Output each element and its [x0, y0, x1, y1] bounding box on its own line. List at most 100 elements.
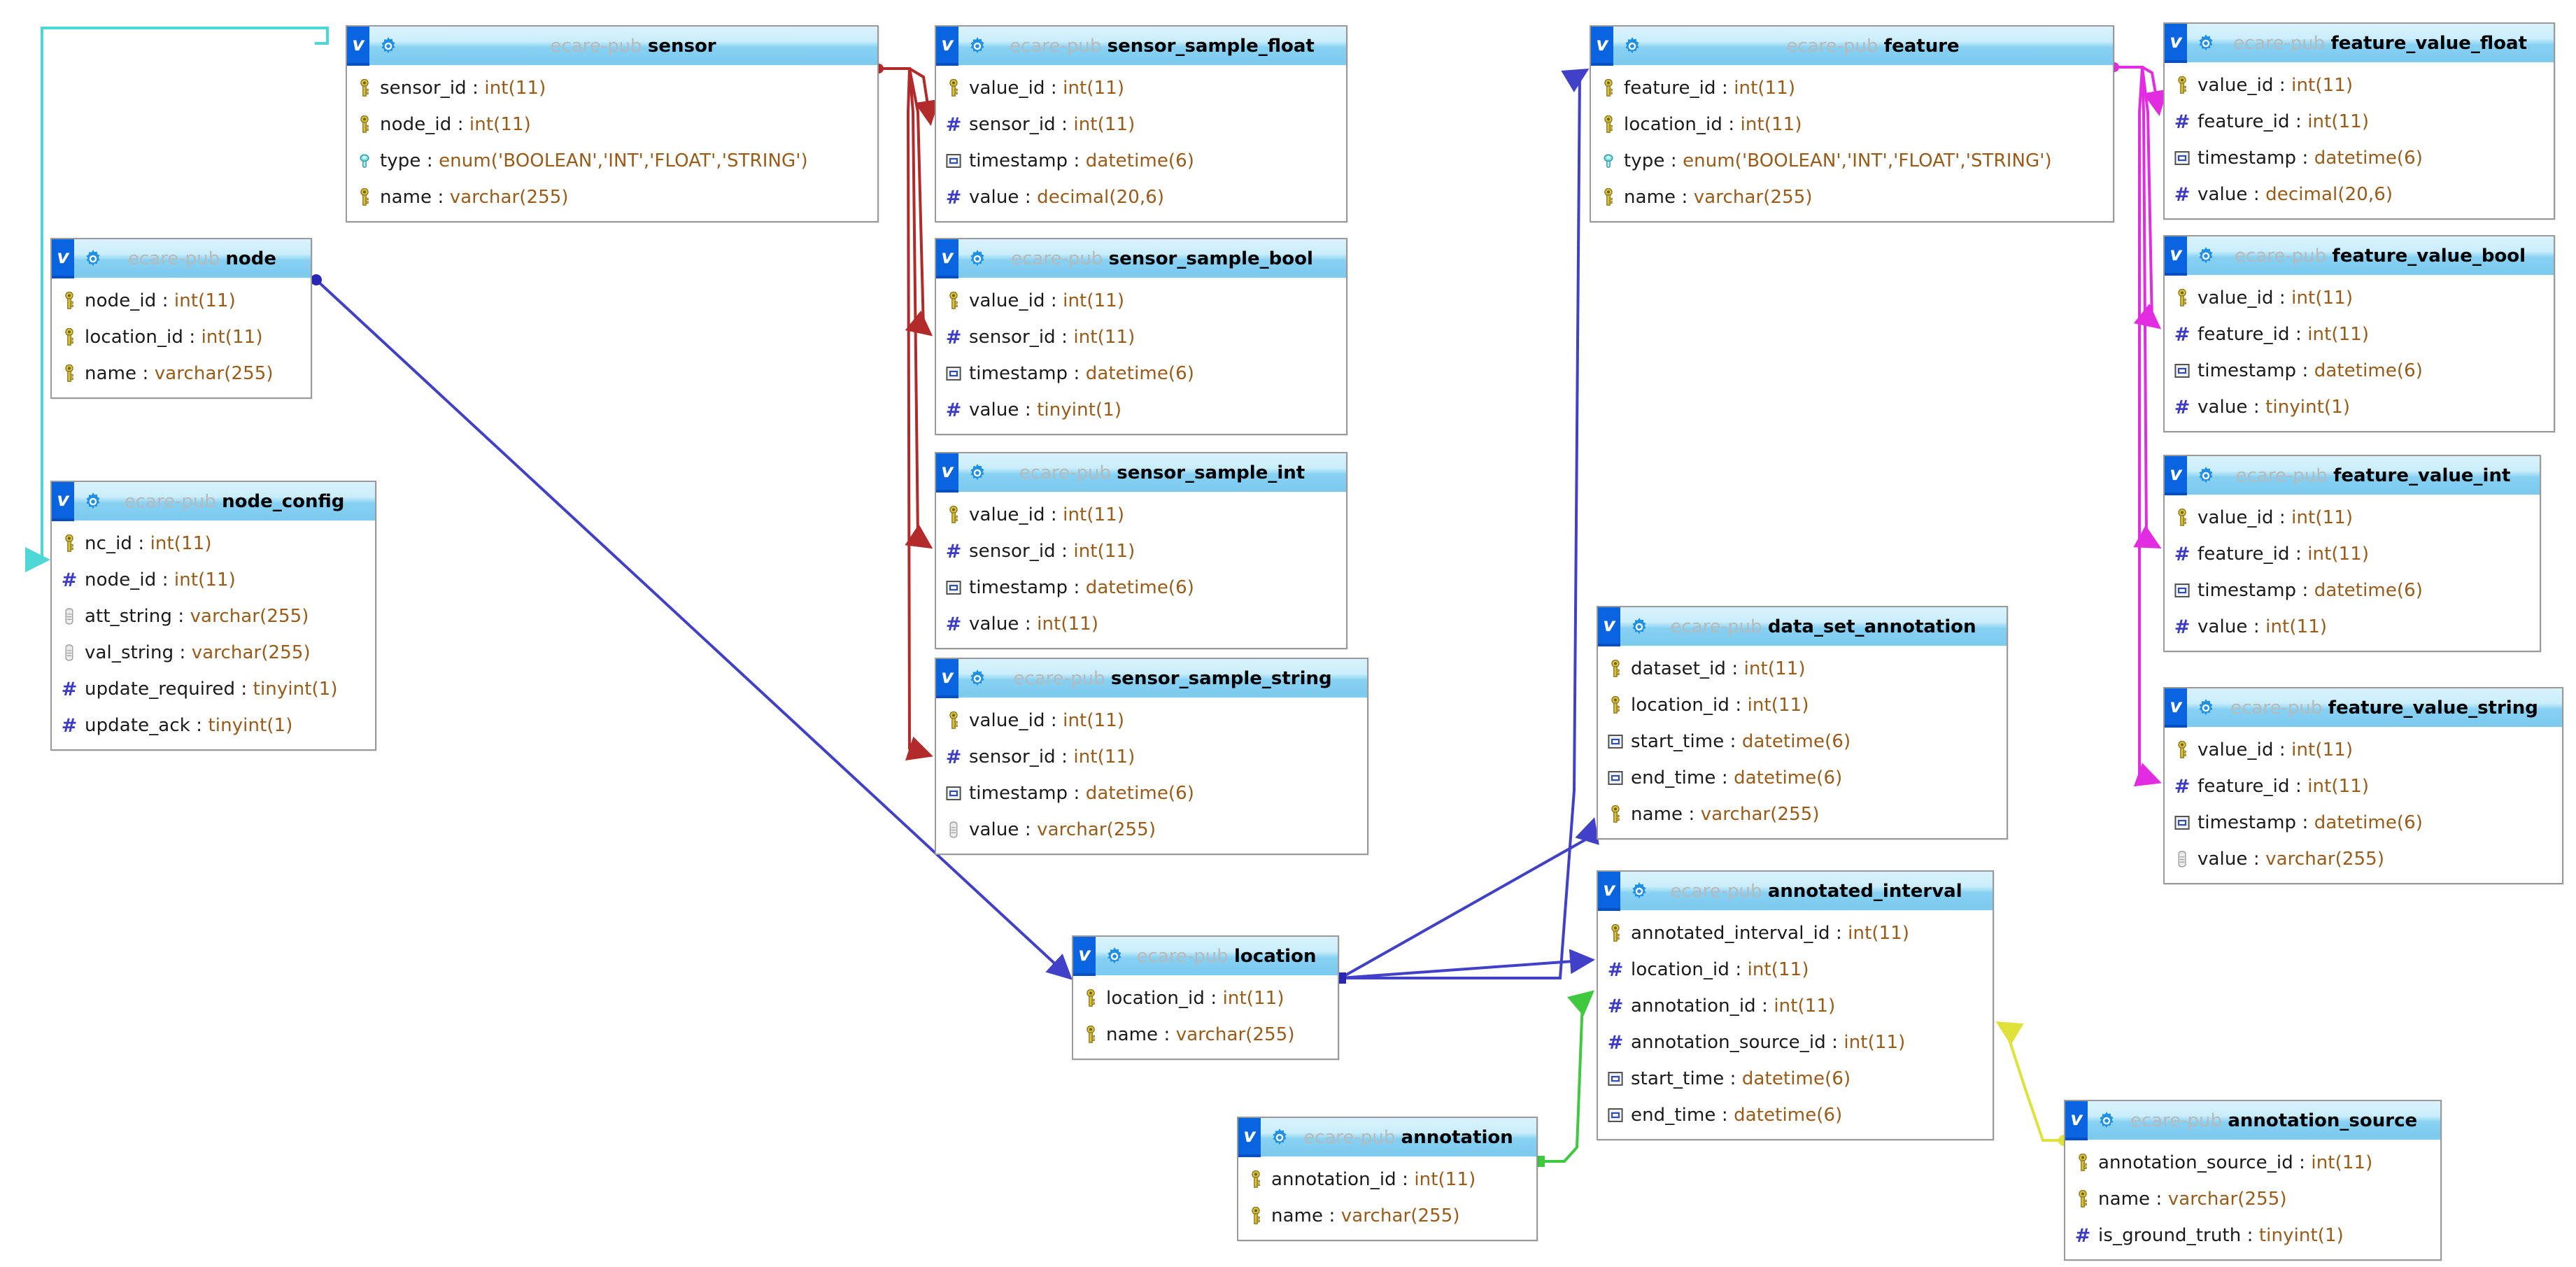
column-row[interactable]: name : varchar(255) — [347, 179, 877, 215]
gear-icon[interactable] — [2194, 244, 2218, 268]
gear-icon[interactable] — [965, 247, 989, 271]
column-row[interactable]: timestamp : datetime(6) — [936, 775, 1367, 812]
column-row[interactable]: value : varchar(255) — [2165, 841, 2562, 877]
column-row[interactable]: node_id : int(11) — [52, 283, 311, 319]
column-row[interactable]: #feature_id : int(11) — [2165, 104, 2554, 140]
column-row[interactable]: annotated_interval_id : int(11) — [1598, 915, 1993, 951]
column-row[interactable]: sensor_id : int(11) — [347, 70, 877, 106]
column-row[interactable]: name : varchar(255) — [1073, 1017, 1338, 1053]
gear-icon[interactable] — [1103, 944, 1126, 968]
column-row[interactable]: end_time : datetime(6) — [1598, 760, 2007, 796]
gear-icon[interactable] — [81, 247, 105, 271]
column-row[interactable]: #feature_id : int(11) — [2165, 536, 2540, 572]
column-row[interactable]: #feature_id : int(11) — [2165, 316, 2554, 353]
column-row[interactable]: value_id : int(11) — [2165, 500, 2540, 536]
column-row[interactable]: timestamp : datetime(6) — [936, 355, 1346, 392]
column-row[interactable]: name : varchar(255) — [2065, 1181, 2440, 1217]
column-row[interactable]: #value : int(11) — [936, 606, 1346, 642]
column-row[interactable]: timestamp : datetime(6) — [2165, 805, 2562, 841]
column-row[interactable]: #sensor_id : int(11) — [936, 106, 1346, 143]
column-row[interactable]: name : varchar(255) — [1598, 796, 2007, 833]
column-row[interactable]: start_time : datetime(6) — [1598, 1061, 1993, 1097]
column-row[interactable]: value_id : int(11) — [2165, 67, 2554, 104]
column-row[interactable]: #is_ground_truth : tinyint(1) — [2065, 1217, 2440, 1254]
column-row[interactable]: annotation_id : int(11) — [1238, 1161, 1536, 1198]
column-row[interactable]: #feature_id : int(11) — [2165, 768, 2562, 805]
column-row[interactable]: value_id : int(11) — [936, 70, 1346, 106]
column-row[interactable]: location_id : int(11) — [52, 319, 311, 355]
column-row[interactable]: att_string : varchar(255) — [52, 598, 375, 635]
column-row[interactable]: start_time : datetime(6) — [1598, 723, 2007, 760]
column-row[interactable]: name : varchar(255) — [1591, 179, 2113, 215]
column-row[interactable]: feature_id : int(11) — [1591, 70, 2113, 106]
column-row[interactable]: timestamp : datetime(6) — [2165, 572, 2540, 609]
column-row[interactable]: dataset_id : int(11) — [1598, 651, 2007, 687]
column-row[interactable]: value_id : int(11) — [2165, 280, 2554, 316]
gear-icon[interactable] — [2194, 464, 2218, 488]
column-row[interactable]: #update_required : tinyint(1) — [52, 671, 375, 707]
gear-icon[interactable] — [965, 461, 989, 485]
column-row[interactable]: #value : decimal(20,6) — [2165, 176, 2554, 213]
column-row[interactable]: name : varchar(255) — [1238, 1198, 1536, 1234]
column-row[interactable]: location_id : int(11) — [1598, 687, 2007, 723]
gear-icon[interactable] — [1268, 1126, 1291, 1149]
column-row[interactable]: #location_id : int(11) — [1598, 951, 1993, 988]
gear-icon[interactable] — [81, 490, 105, 514]
column-row[interactable]: value_id : int(11) — [936, 702, 1367, 739]
column-row[interactable]: value_id : int(11) — [936, 497, 1346, 533]
gear-icon[interactable] — [376, 34, 400, 58]
column-row[interactable]: node_id : int(11) — [347, 106, 877, 143]
column-row[interactable]: #sensor_id : int(11) — [936, 319, 1346, 355]
column-row[interactable]: timestamp : datetime(6) — [936, 569, 1346, 606]
column-row[interactable]: type : enum('BOOLEAN','INT','FLOAT','STR… — [1591, 143, 2113, 179]
column-row[interactable]: #value : int(11) — [2165, 609, 2540, 645]
column-row[interactable]: #annotation_id : int(11) — [1598, 988, 1993, 1024]
column-row[interactable]: #annotation_source_id : int(11) — [1598, 1024, 1993, 1061]
gear-icon[interactable] — [2194, 696, 2218, 720]
column-row[interactable]: #value : decimal(20,6) — [936, 179, 1346, 215]
column-row[interactable]: timestamp : datetime(6) — [936, 143, 1346, 179]
column-row[interactable]: #node_id : int(11) — [52, 562, 375, 598]
column-row[interactable]: location_id : int(11) — [1591, 106, 2113, 143]
column-row[interactable]: #sensor_id : int(11) — [936, 533, 1346, 569]
gear-icon[interactable] — [1627, 879, 1651, 903]
column-row[interactable]: value_id : int(11) — [2165, 732, 2562, 768]
column-row[interactable]: #sensor_id : int(11) — [936, 739, 1367, 775]
column-row[interactable]: location_id : int(11) — [1073, 980, 1338, 1017]
gear-icon[interactable] — [965, 667, 989, 691]
gear-icon[interactable] — [965, 34, 989, 58]
gear-icon[interactable] — [2194, 31, 2218, 55]
column-row[interactable]: name : varchar(255) — [52, 355, 311, 392]
column-row[interactable]: #value : tinyint(1) — [2165, 389, 2554, 425]
gear-icon[interactable] — [1627, 615, 1651, 639]
